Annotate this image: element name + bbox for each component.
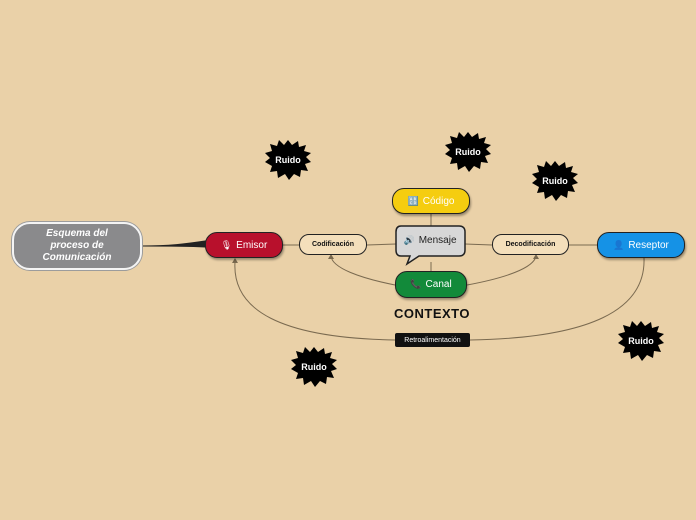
link-root-emisor: [141, 240, 206, 248]
ruido-label: Ruido: [275, 155, 301, 165]
node-codigo-label: Código: [422, 195, 455, 207]
abcd-input-icon: 🔠: [407, 195, 419, 206]
node-retroalimentacion-label: Retroalimentación: [404, 336, 461, 344]
ruido-label: Ruido: [455, 147, 481, 157]
arrow-decodificacion: [533, 254, 539, 259]
ruido-label: Ruido: [301, 362, 327, 372]
microphone-icon: 🎙: [220, 239, 233, 250]
root-topic-label: Esquema del proceso de Comunicación: [42, 228, 112, 263]
speaker-icon: 🔊: [403, 234, 415, 245]
ruido-label: Ruido: [628, 336, 654, 346]
arrow-emisor: [232, 258, 238, 263]
ruido-node[interactable]: Ruido: [532, 161, 578, 201]
node-emisor-label: Emisor: [236, 239, 268, 251]
ruido-node[interactable]: Ruido: [445, 132, 491, 172]
node-decodificacion-label: Decodificación: [505, 241, 556, 248]
ruido-node[interactable]: Ruido: [618, 321, 664, 361]
ruido-node[interactable]: Ruido: [291, 347, 337, 387]
starburst-shape: [445, 132, 491, 172]
arrow-codificacion: [328, 254, 334, 259]
ruido-node[interactable]: Ruido: [265, 140, 311, 180]
starburst-shape: [532, 161, 578, 201]
node-mensaje[interactable]: 🔊 Mensaje: [395, 224, 467, 266]
ruido-label: Ruido: [542, 176, 568, 186]
node-mensaje-label: Mensaje: [418, 234, 457, 246]
speech-bubble-shape: [395, 225, 466, 266]
root-topic[interactable]: Esquema del proceso de Comunicación: [12, 222, 142, 270]
node-reseptor-label: Reseptor: [628, 239, 669, 251]
node-reseptor[interactable]: 👤 Reseptor: [597, 232, 685, 258]
node-canal-label: Canal: [425, 279, 452, 290]
starburst-shape: [618, 321, 664, 361]
node-codificacion-label: Codificación: [311, 241, 354, 248]
starburst-shape: [265, 140, 311, 180]
node-codificacion[interactable]: Codificación: [299, 234, 367, 255]
telephone-icon: 📞: [410, 279, 422, 289]
link-codificacion-mensaje: [366, 243, 397, 246]
node-canal[interactable]: 📞 Canal: [395, 271, 467, 298]
node-retroalimentacion[interactable]: Retroalimentación: [395, 333, 470, 347]
node-emisor[interactable]: 🎙 Emisor: [205, 232, 283, 258]
link-retroalimentacion-right: [469, 257, 645, 341]
link-mensaje-decodificacion: [464, 243, 493, 246]
link-canal-decodificacion: [466, 255, 537, 286]
contexto-label[interactable]: CONTEXTO: [394, 306, 470, 321]
person-icon: 👤: [613, 239, 625, 250]
link-retroalimentacion-left: [234, 261, 396, 341]
node-codigo[interactable]: 🔠 Código: [392, 188, 470, 214]
node-decodificacion[interactable]: Decodificación: [492, 234, 569, 255]
link-canal-codificacion: [330, 255, 396, 286]
starburst-shape: [291, 347, 337, 387]
